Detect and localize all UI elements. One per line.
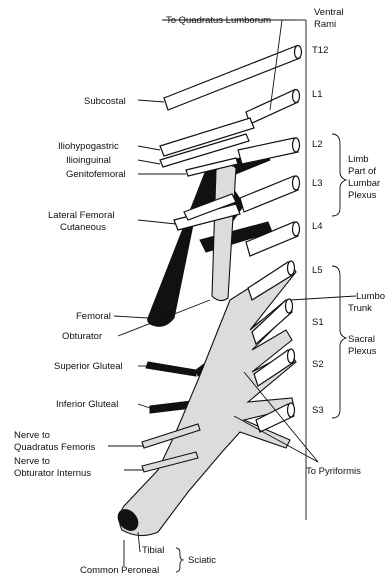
- sciatic-trunk: [113, 262, 296, 536]
- label-rami: Rami: [314, 19, 336, 30]
- label-cutaneous: Cutaneous: [60, 222, 106, 233]
- label-s3: S3: [312, 405, 324, 416]
- label-part-of: Part of: [348, 166, 376, 177]
- label-s2: S2: [312, 359, 324, 370]
- label-plexus-lumbar: Plexus: [348, 190, 377, 201]
- label-nerve-to-oi-1: Nerve to: [14, 456, 50, 467]
- label-ventral: Ventral: [314, 7, 344, 18]
- label-obturator: Obturator: [62, 331, 102, 342]
- label-t12: T12: [312, 45, 328, 56]
- label-limb: Limb: [348, 154, 369, 165]
- label-inferior-gluteal: Inferior Gluteal: [56, 399, 118, 410]
- label-plexus-sacral: Plexus: [348, 346, 377, 357]
- label-tibial: Tibial: [142, 545, 164, 556]
- label-trunk: Trunk: [348, 303, 372, 314]
- obturator-nerve: [212, 164, 236, 300]
- label-l4: L4: [312, 221, 323, 232]
- label-to-pyriformis: To Pyriformis: [306, 466, 361, 477]
- ventral-ramus-l1: [246, 90, 300, 125]
- label-lumbo: Lumbo: [356, 291, 385, 302]
- label-common-peroneal: Common Peroneal: [80, 565, 159, 576]
- ventral-ramus-l3: [240, 176, 300, 212]
- label-genitofemoral: Genitofemoral: [66, 169, 126, 180]
- label-to-quadratus-lumborum: To Quadratus Lumborum: [166, 15, 271, 26]
- label-ilioinguinal: Ilioinguinal: [66, 155, 111, 166]
- label-superior-gluteal: Superior Gluteal: [54, 361, 123, 372]
- label-sciatic: Sciatic: [188, 555, 216, 566]
- label-subcostal: Subcostal: [84, 96, 126, 107]
- label-l1: L1: [312, 89, 323, 100]
- label-iliohypogastric: Iliohypogastric: [58, 141, 119, 152]
- label-l5: L5: [312, 265, 323, 276]
- label-nerve-to-qf-2: Quadratus Femoris: [14, 442, 96, 453]
- label-l3: L3: [312, 178, 323, 189]
- label-nerve-to-qf-1: Nerve to: [14, 430, 50, 441]
- label-lateral-femoral: Lateral Femoral: [48, 210, 115, 221]
- label-sacral: Sacral: [348, 334, 375, 345]
- label-s1: S1: [312, 317, 324, 328]
- label-femoral: Femoral: [76, 311, 111, 322]
- label-lumbar: Lumbar: [348, 178, 380, 189]
- label-nerve-to-oi-2: Obturator Internus: [14, 468, 91, 479]
- label-l2: L2: [312, 139, 323, 150]
